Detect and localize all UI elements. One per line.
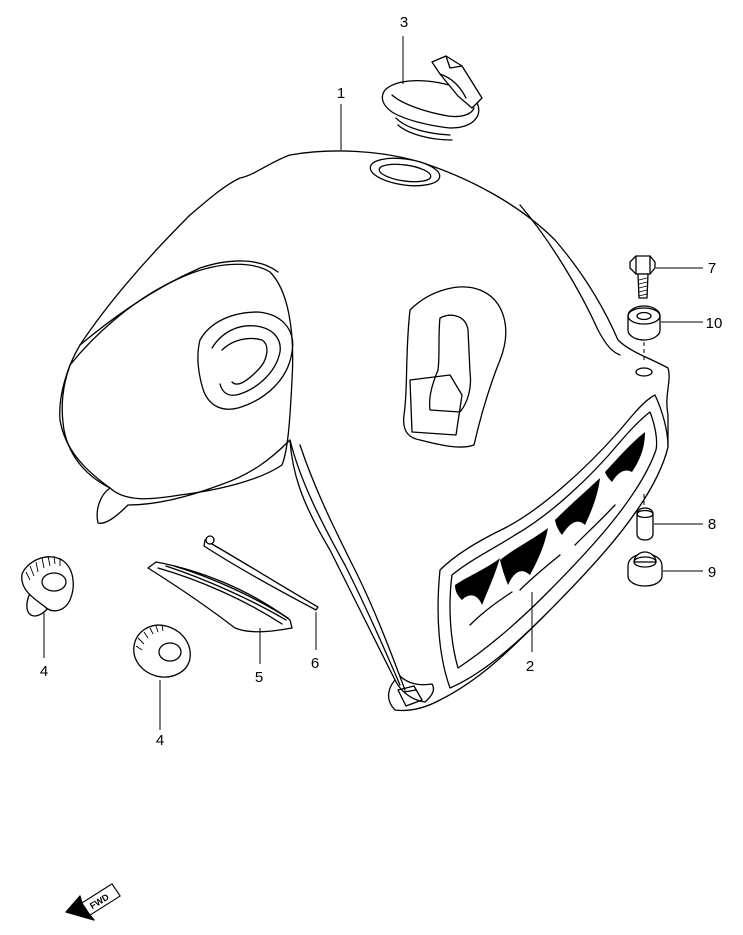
grommet bbox=[627, 551, 663, 587]
leader-lines bbox=[43, 36, 703, 730]
callout-label-1: 1 bbox=[337, 85, 345, 102]
fwd-arrow-icon: FWD bbox=[65, 883, 121, 921]
cushion-left bbox=[21, 555, 74, 617]
callout-label-2: 2 bbox=[526, 658, 534, 675]
collar bbox=[636, 507, 654, 541]
callout-label-4b: 4 bbox=[156, 732, 164, 749]
callout-label-6: 6 bbox=[311, 655, 319, 672]
callout-label-7: 7 bbox=[708, 260, 716, 277]
damper bbox=[627, 305, 661, 341]
callout-label-3: 3 bbox=[400, 14, 408, 31]
cushion-right bbox=[133, 624, 191, 678]
rubber-pad bbox=[147, 561, 293, 633]
fuel-cap bbox=[381, 55, 483, 141]
callout-label-5: 5 bbox=[255, 669, 263, 686]
hose-band bbox=[203, 535, 319, 611]
tank-side-emblem bbox=[437, 394, 669, 689]
callout-label-10: 10 bbox=[706, 315, 723, 332]
callout-labels: 1 2 3 4 4 5 6 7 8 9 10 bbox=[40, 14, 723, 749]
bolt bbox=[629, 255, 656, 299]
callout-label-4a: 4 bbox=[40, 663, 48, 680]
callout-label-8: 8 bbox=[708, 516, 716, 533]
callout-label-9: 9 bbox=[708, 564, 716, 581]
